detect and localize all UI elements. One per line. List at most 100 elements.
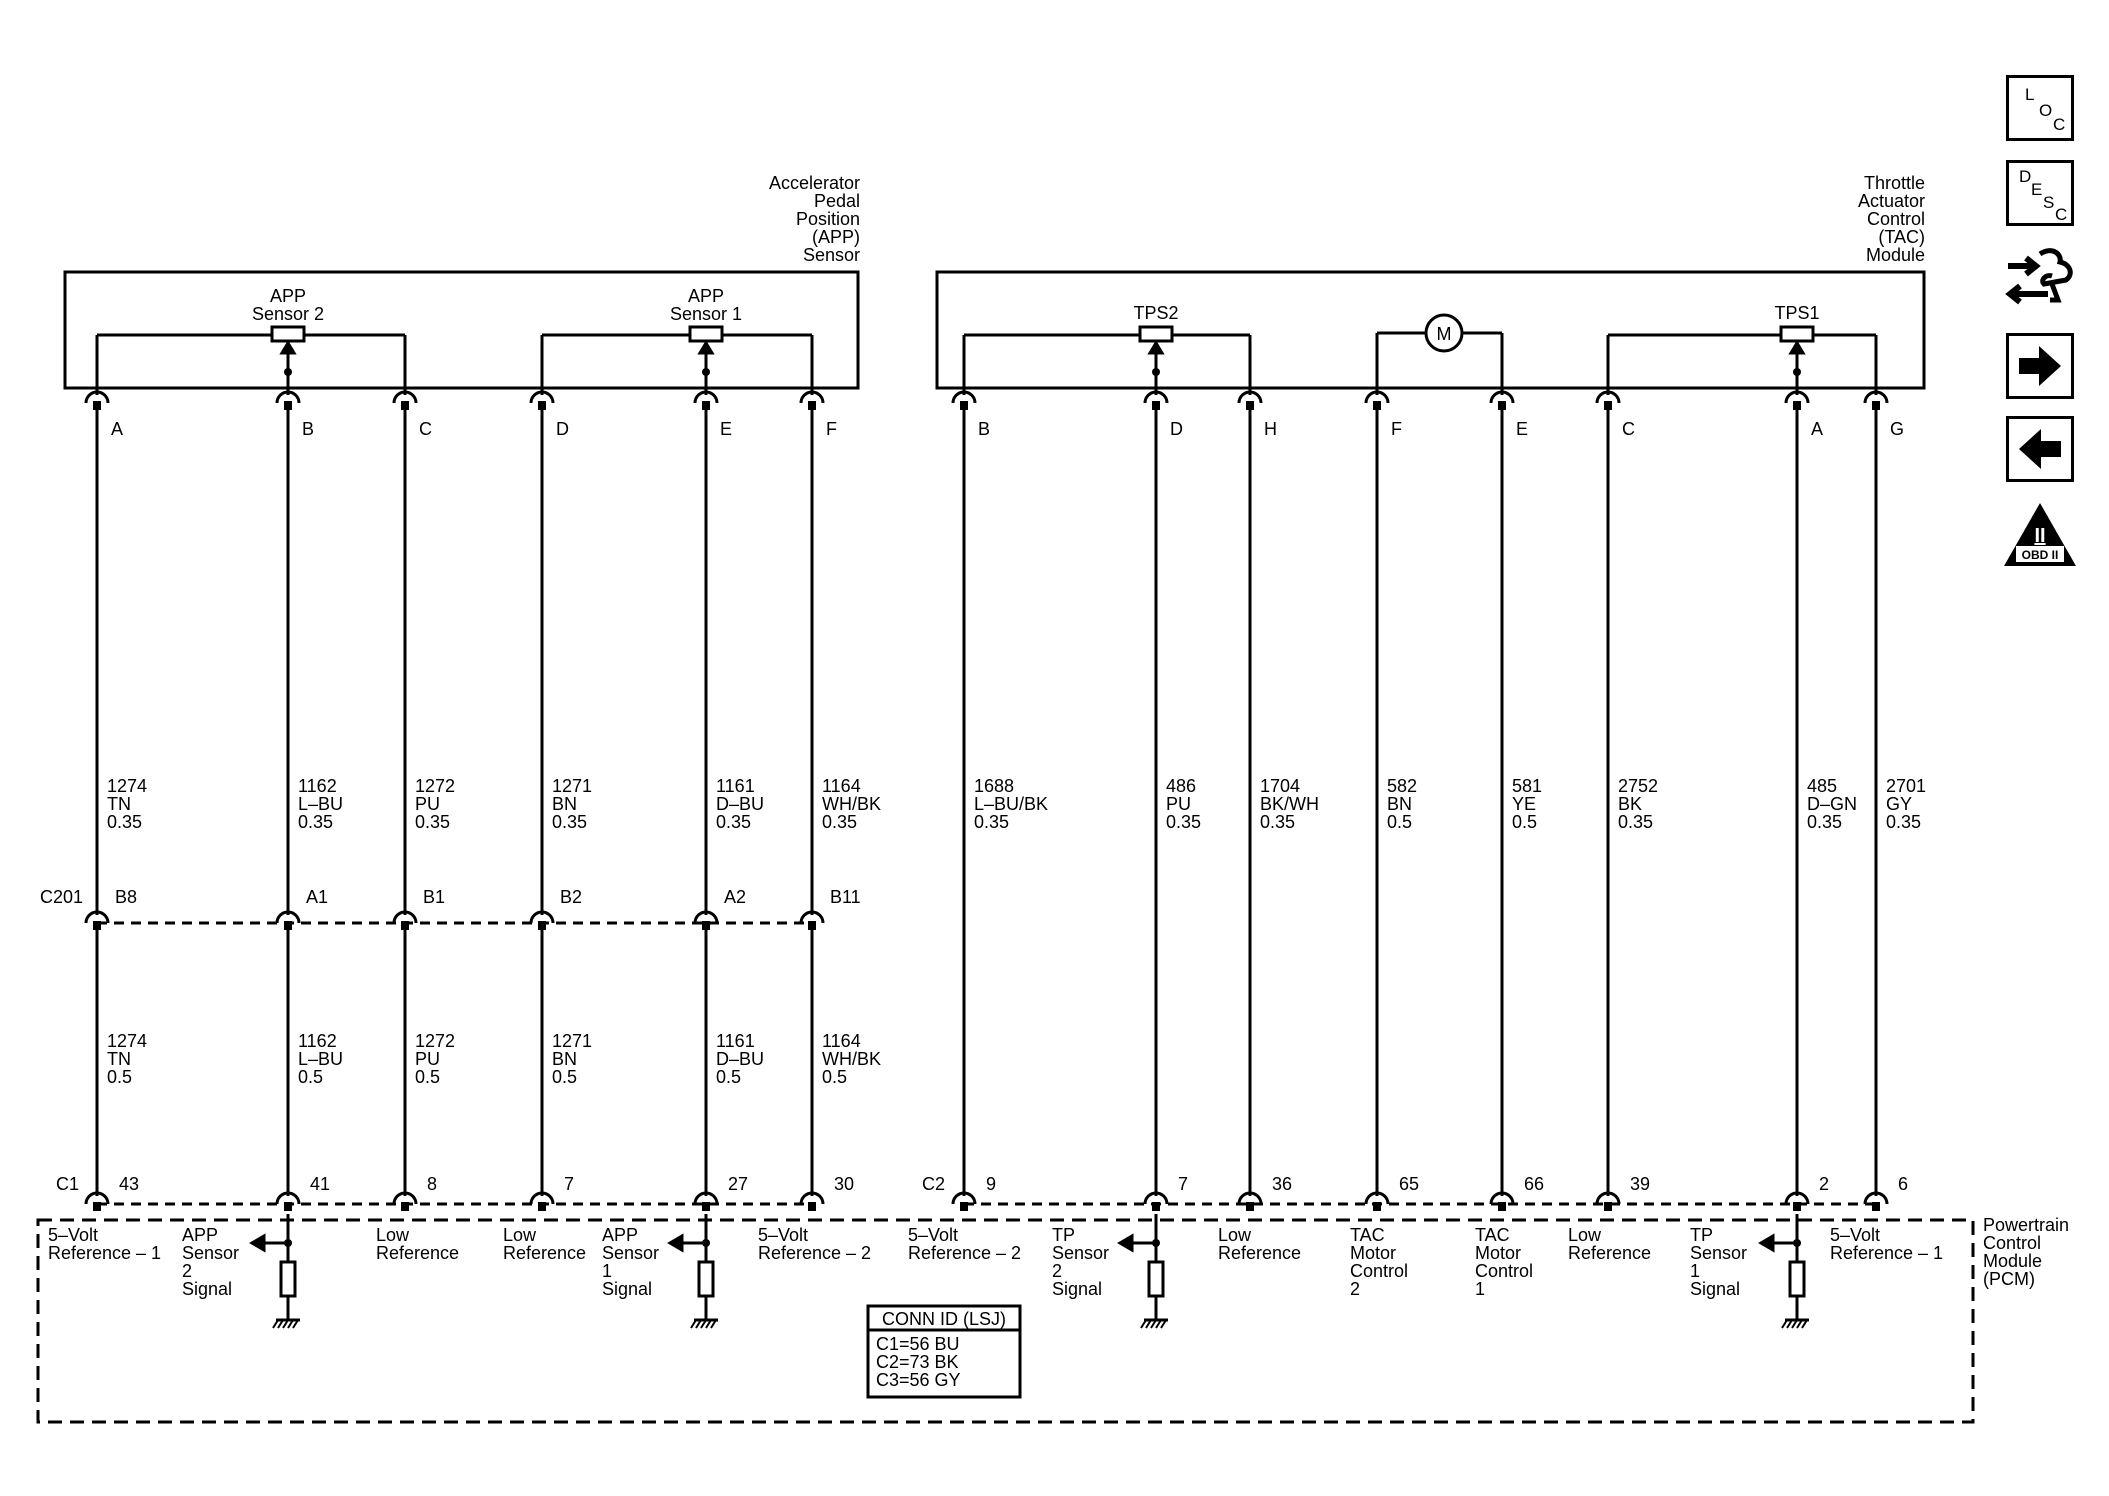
circuit-7-top-cup <box>1143 390 1169 404</box>
c201-label: C201 <box>40 887 83 907</box>
circuit-2-top-cup <box>392 390 418 404</box>
circuit-12-top-pin-label: A <box>1811 419 1823 439</box>
circuit-5-pcm-cup <box>799 1191 825 1205</box>
app1-signal-input-ground-hatch-10 <box>710 1319 717 1329</box>
circuit-13-pcm-function-line-1: Reference – 1 <box>1830 1243 1943 1263</box>
circuit-12-pcm-pin <box>1793 1202 1801 1211</box>
circuit-2-lower-spec-line-1: PU <box>415 1049 440 1069</box>
circuit-8-top-pin <box>1246 401 1254 410</box>
circuit-1-upper-spec-line-1: L–BU <box>298 794 343 814</box>
description-button[interactable]: D E S C <box>2006 160 2074 226</box>
circuit-11-pcm-pin-label: 39 <box>1630 1174 1650 1194</box>
wiring-harness-icon <box>2005 248 2073 305</box>
circuit-1-lower-spec-line-0: 1162 <box>298 1031 337 1051</box>
app2-signal-input-pullup-resistor <box>279 1260 297 1298</box>
circuit-3-pcm-function-line-0: Low <box>503 1225 537 1245</box>
tac-module-title-line-0: Throttle <box>1864 173 1925 193</box>
circuit-13-pcm-function-line-0: 5–Volt <box>1830 1225 1880 1245</box>
circuit-8-upper-spec-line-1: BK/WH <box>1260 794 1319 814</box>
circuit-8-pcm-pin-label: 36 <box>1272 1174 1292 1194</box>
circuit-9-pcm-function-line-3: 2 <box>1350 1279 1360 1299</box>
circuit-8-pcm-function-line-0: Low <box>1218 1225 1252 1245</box>
circuit-0-lower-spec-line-0: 1274 <box>107 1031 147 1051</box>
tps1-wiper-arrow <box>1788 340 1806 355</box>
circuit-6-upper-spec-line-0: 1688 <box>974 776 1014 796</box>
circuit-1-pcm-pin-label: 41 <box>310 1174 330 1194</box>
circuit-8-upper-spec-line-0: 1704 <box>1260 776 1300 796</box>
circuit-5-upper-spec-line-1: WH/BK <box>822 794 881 814</box>
circuit-13-top-cup <box>1863 390 1889 404</box>
circuit-11-pcm-function-line-1: Reference <box>1568 1243 1651 1263</box>
circuit-0-pcm-function-line-1: Reference – 1 <box>48 1243 161 1263</box>
circuit-9-upper-spec-line-2: 0.5 <box>1387 812 1412 832</box>
circuit-3-pcm-pin-label: 7 <box>564 1174 574 1194</box>
circuit-3-upper-spec-line-0: 1271 <box>552 776 592 796</box>
circuit-4-upper-spec-line-0: 1161 <box>716 776 755 796</box>
circuit-9-pcm-function-line-1: Motor <box>1350 1243 1396 1263</box>
circuit-5-lower-spec-line-0: 1164 <box>822 1031 861 1051</box>
circuit-0-inline-pin <box>93 921 101 930</box>
tac-module-box <box>935 270 1926 390</box>
next-button[interactable] <box>2006 333 2074 399</box>
circuit-1-lower-spec-line-1: L–BU <box>298 1049 343 1069</box>
location-button[interactable]: L O C <box>2006 75 2074 141</box>
circuit-1-upper-spec-line-2: 0.35 <box>298 812 333 832</box>
wiring-harness-button[interactable] <box>2000 240 2080 318</box>
circuit-10-pcm-pin <box>1498 1202 1506 1211</box>
circuit-0-upper-spec-line-0: 1274 <box>107 776 147 796</box>
circuit-5-upper-spec-line-0: 1164 <box>822 776 861 796</box>
circuit-5-top-cup <box>799 390 825 404</box>
app-sensor-title-line-4: Sensor <box>803 245 860 265</box>
circuit-0-lower-spec-line-2: 0.5 <box>107 1067 132 1087</box>
tp2-signal-input-ground-hatch--5 <box>1145 1319 1152 1329</box>
circuit-0-top-pin <box>93 401 101 410</box>
circuit-0-upper-spec-line-2: 0.35 <box>107 812 142 832</box>
circuit-5-pcm-function-line-1: Reference – 2 <box>758 1243 871 1263</box>
circuit-6-pcm-function-line-0: 5–Volt <box>908 1225 958 1245</box>
motor-label: M <box>1437 324 1452 344</box>
circuit-4-pcm-function-line-0: APP <box>602 1225 638 1245</box>
circuit-13-upper-spec-line-1: GY <box>1886 794 1912 814</box>
obd-ii-button[interactable]: II OBD II <box>2000 500 2080 570</box>
circuit-11-top-pin <box>1604 401 1612 410</box>
circuit-13-top-pin-label: G <box>1890 419 1904 439</box>
arrow-left-icon <box>2019 429 2061 469</box>
tac-module-title-line-2: Control <box>1867 209 1925 229</box>
pcm-title-line-1: Control <box>1983 1233 2041 1253</box>
circuit-9-upper-spec-line-1: BN <box>1387 794 1412 814</box>
circuit-11-upper-spec-line-1: BK <box>1618 794 1642 814</box>
circuit-1-pcm-cup <box>275 1191 301 1205</box>
circuit-3-pcm-cup <box>529 1191 555 1205</box>
circuit-0-upper-spec-line-1: TN <box>107 794 131 814</box>
circuit-7-pcm-function-line-1: Sensor <box>1052 1243 1109 1263</box>
circuit-7-pcm-function-line-3: Signal <box>1052 1279 1102 1299</box>
conn-id-table <box>866 1304 1022 1399</box>
previous-button[interactable] <box>2006 416 2074 482</box>
tp1-signal-input-ground-hatch--5 <box>1786 1319 1793 1329</box>
tp1-signal-input-arrow <box>1758 1233 1775 1253</box>
circuit-9-pcm-function-line-0: TAC <box>1350 1225 1385 1245</box>
conn-id-row-1: C2=73 BK <box>876 1352 959 1372</box>
circuit-10-pcm-function-line-0: TAC <box>1475 1225 1510 1245</box>
circuit-4-upper-spec-line-2: 0.35 <box>716 812 751 832</box>
app-sensor1-label-line-0: APP <box>688 286 724 306</box>
app-sensor2-label-line-1: Sensor 2 <box>252 304 324 324</box>
circuit-4-top-pin <box>702 401 710 410</box>
circuit-5-upper-spec-line-2: 0.35 <box>822 812 857 832</box>
app1-signal-input-arrow <box>667 1233 684 1253</box>
circuit-12-upper-spec-line-0: 485 <box>1807 776 1837 796</box>
circuit-3-pcm-function-line-1: Reference <box>503 1243 586 1263</box>
circuit-6-top-cup <box>951 390 977 404</box>
circuit-8-pcm-pin <box>1246 1202 1254 1211</box>
circuit-6-upper-spec-line-1: L–BU/BK <box>974 794 1048 814</box>
circuit-0-pcm-pin-label: 43 <box>119 1174 139 1194</box>
circuit-10-upper-spec-line-1: YE <box>1512 794 1536 814</box>
tps2-resistor <box>1138 325 1174 343</box>
circuit-7-top-pin <box>1152 401 1160 410</box>
circuit-5-lower-spec-line-1: WH/BK <box>822 1049 881 1069</box>
tps1-resistor <box>1779 325 1815 343</box>
circuit-1-pcm-function-line-2: 2 <box>182 1261 192 1281</box>
circuit-2-top-pin-label: C <box>419 419 432 439</box>
circuit-2-pcm-pin <box>401 1202 409 1211</box>
app2-signal-input-ground-hatch--10 <box>272 1319 279 1329</box>
